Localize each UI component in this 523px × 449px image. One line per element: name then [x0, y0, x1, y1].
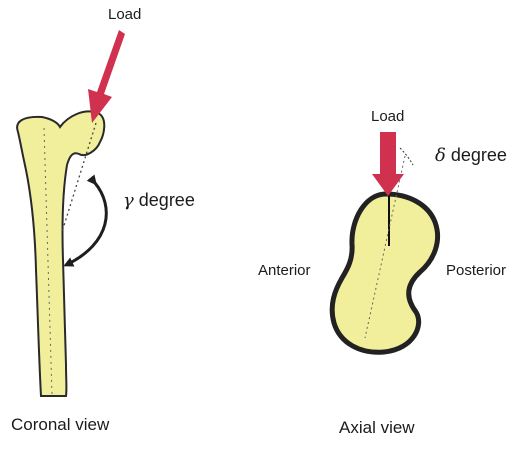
coronal-femur-outline: [17, 111, 104, 396]
gamma-angle-label: γ degree: [123, 190, 195, 211]
delta-angle-label: δ degree: [435, 145, 507, 166]
gamma-degree-word: degree: [139, 190, 195, 210]
coronal-load-arrow: [88, 30, 125, 123]
coronal-load-label: Load: [108, 6, 141, 23]
delta-angle-arc: [400, 148, 413, 165]
coronal-view-label: Coronal view: [11, 415, 109, 435]
axial-view-label: Axial view: [339, 418, 415, 438]
posterior-label: Posterior: [446, 262, 506, 279]
delta-degree-word: degree: [451, 145, 507, 165]
axial-load-arrow: [372, 132, 404, 196]
axial-bone-outline: [332, 194, 437, 352]
anterior-label: Anterior: [258, 262, 311, 279]
gamma-symbol: γ: [123, 190, 134, 211]
delta-symbol: δ: [435, 145, 446, 166]
gamma-angle-arrow: [66, 183, 106, 265]
axial-load-label: Load: [371, 108, 404, 125]
